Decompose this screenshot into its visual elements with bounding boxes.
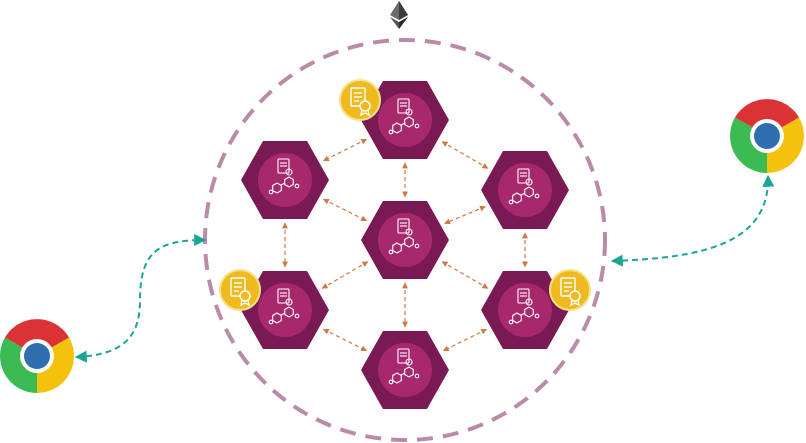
node-n-top	[361, 81, 449, 159]
browsers-layer	[0, 99, 804, 393]
node-n-upper-left	[241, 141, 329, 219]
contract-network-icon	[508, 168, 540, 205]
chrome-browser-icon	[0, 319, 74, 393]
certificate-badge-icon	[339, 79, 381, 121]
node-n-bottom	[361, 331, 449, 409]
edge-n-top-n-upper-right	[441, 141, 489, 169]
ethereum-icon	[390, 1, 408, 29]
contract-network-icon	[268, 158, 300, 195]
certificate-badge-icon	[219, 269, 261, 311]
badges-layer	[219, 79, 591, 311]
edge-n-lower-right-n-bottom	[442, 328, 488, 352]
node-n-lower-right	[481, 271, 569, 349]
certificate-badge-icon	[549, 269, 591, 311]
contract-network-icon	[508, 288, 540, 325]
contract-network-icon	[388, 348, 420, 385]
node-n-center	[361, 201, 449, 279]
edge-n-top-n-upper-left	[322, 138, 368, 162]
edge-n-upper-right-n-center	[444, 205, 486, 225]
node-n-lower-left	[241, 271, 329, 349]
contract-network-icon	[388, 218, 420, 255]
edge-n-center-n-lower-right	[441, 261, 489, 289]
edges-layer	[282, 138, 528, 352]
edge-n-center-n-lower-left	[321, 261, 369, 289]
edge-n-upper-left-n-center	[322, 198, 368, 222]
chrome-browser-icon	[730, 99, 804, 173]
contract-network-icon	[388, 98, 420, 135]
contract-network-icon	[268, 288, 300, 325]
browser-links-layer	[74, 174, 775, 363]
nodes-layer	[241, 81, 569, 409]
edge-n-lower-left-n-bottom	[322, 328, 368, 352]
link-browser-left	[74, 234, 207, 363]
link-browser-right	[610, 174, 775, 267]
node-n-upper-right	[481, 151, 569, 229]
